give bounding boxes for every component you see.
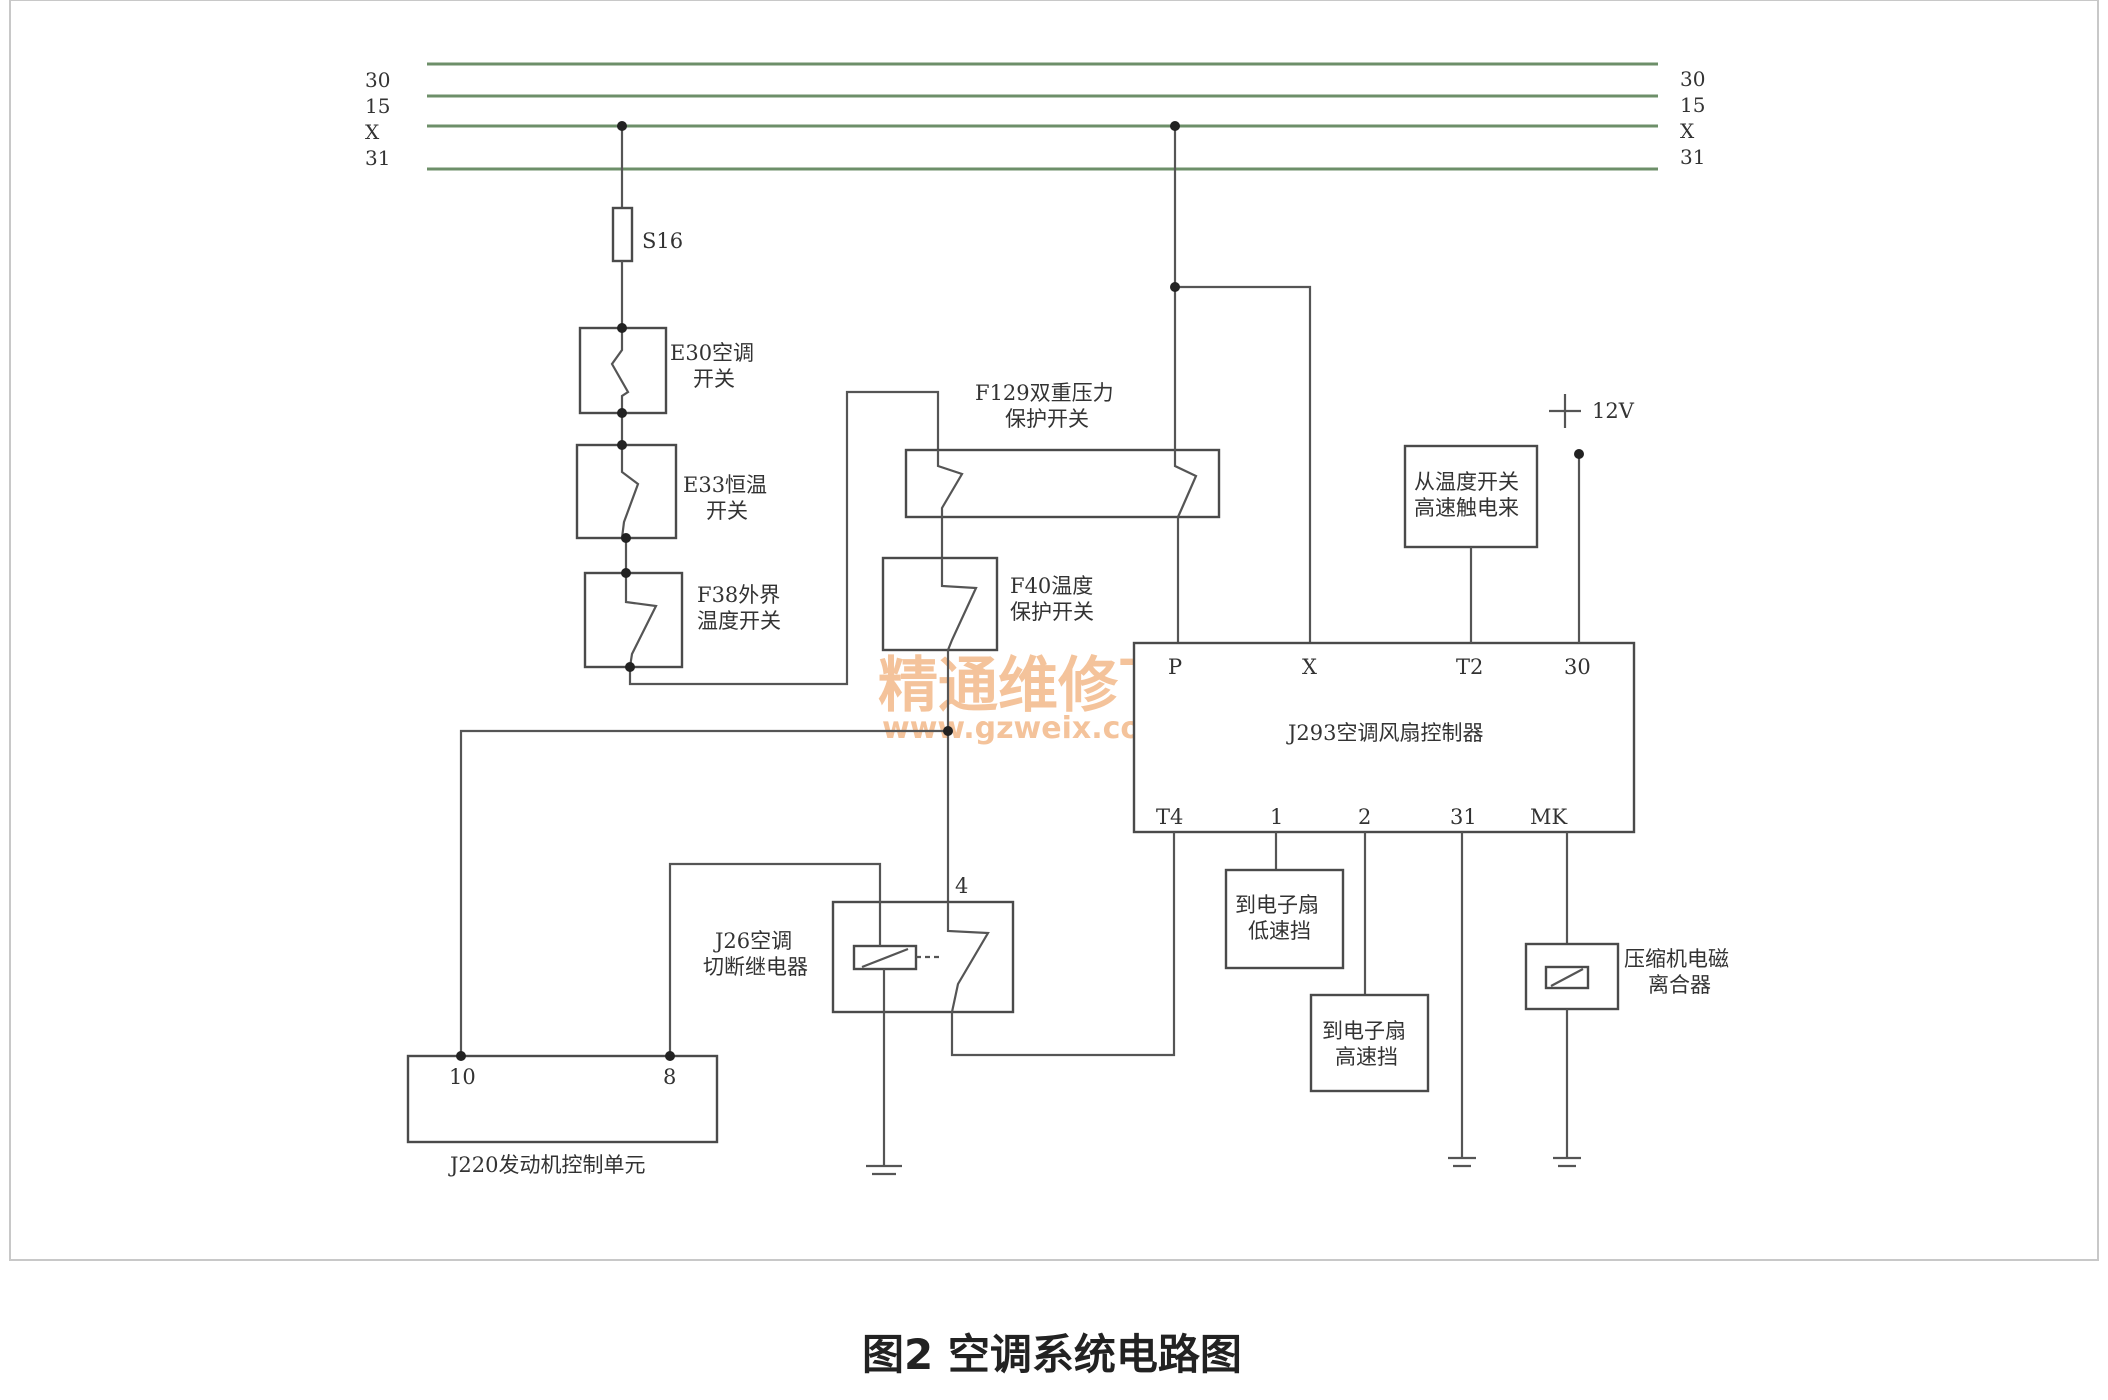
switch-f129-label-1: F129双重压力 [975, 381, 1114, 405]
j293-box [1132, 641, 1636, 834]
relay-j26: 4 J26空调 切断继电器 [668, 650, 1176, 1176]
switch-f129-contact-left [936, 450, 964, 517]
bus-label-left-15: 15 [365, 94, 390, 118]
junction-dot [621, 568, 631, 578]
pin-31-ground [1448, 832, 1476, 1168]
junction-dot [617, 121, 627, 131]
j220-pin-8: 8 [663, 1065, 676, 1089]
j293-pin-2: 2 [1358, 805, 1371, 829]
switch-e33-contact [620, 445, 640, 539]
switch-f38-contact [624, 573, 658, 668]
temp-switch-high-contact: 从温度开关 高速触电来 [1403, 444, 1539, 643]
relay-j26-label-1: J26空调 [713, 929, 792, 953]
j293-pin-1: 1 [1270, 805, 1283, 829]
j220-label: J220发动机控制单元 [448, 1153, 646, 1177]
j293-pin-p: P [1168, 655, 1182, 679]
temp-switch-high-label-1: 从温度开关 [1414, 470, 1519, 494]
clutch-coil-slash [1550, 968, 1584, 987]
switch-e33-label-2: 开关 [706, 499, 748, 523]
figure-frame [9, 0, 2099, 1261]
fan-high-label-1: 到电子扇 [1322, 1019, 1406, 1043]
switch-f38-label-1: F38外界 [697, 583, 780, 607]
fuse-s16-label: S16 [642, 229, 683, 253]
j220-pin-10: 10 [449, 1065, 476, 1089]
fan-low-label-2: 低速挡 [1248, 919, 1311, 943]
junction-dot [621, 533, 631, 543]
fan-high-label-2: 高速挡 [1335, 1045, 1398, 1069]
wire-to-pin-x [1175, 285, 1312, 643]
switch-f40-contact [940, 558, 978, 651]
bus-label-right-x: X [1680, 119, 1695, 143]
left-switch-chain: S16 E30空调 开关 E33恒温 开关 F38外界 温度开关 [575, 121, 940, 686]
switch-e30-label-1: E30空调 [670, 341, 754, 365]
bus-label-right-31: 31 [1680, 145, 1705, 169]
supply-12v-label: 12V [1592, 399, 1635, 423]
switch-f38-label-2: 温度开关 [697, 609, 781, 633]
bus-label-left-30: 30 [365, 68, 390, 92]
junction-dot [625, 662, 635, 672]
bus-label-right-30: 30 [1680, 67, 1705, 91]
junction-dot [617, 408, 627, 418]
relay-j26-label-2: 切断继电器 [703, 955, 808, 979]
switch-f129-contact-right [1173, 450, 1198, 518]
j220-box [406, 1054, 719, 1144]
junction-dot [665, 1051, 675, 1061]
pressure-switch-f129: F129双重压力 保护开关 [904, 381, 1221, 519]
junction-dot [1170, 282, 1180, 292]
wire-j220-pin8-to-coil [668, 862, 882, 1056]
switch-f129-label-2: 保护开关 [1005, 407, 1089, 431]
clutch-label-2: 离合器 [1648, 973, 1711, 997]
relay-j26-pin-4: 4 [955, 874, 968, 898]
junction-dot [456, 1051, 466, 1061]
wire-j220-pin10 [459, 729, 948, 1056]
junction-dot [617, 440, 627, 450]
power-buses: 30 15 X 31 30 15 X 31 [365, 62, 1705, 171]
x-bus-feed [1170, 121, 1312, 643]
switch-e33-label-1: E33恒温 [683, 473, 767, 497]
j293-pin-30: 30 [1564, 655, 1591, 679]
fan-high-speed-box [1309, 993, 1430, 1093]
compressor-clutch: 压缩机电磁 离合器 [1524, 832, 1729, 1168]
fan-outputs: 到电子扇 低速挡 到电子扇 高速挡 [1224, 832, 1430, 1093]
temp-switch-high-box [1403, 444, 1539, 549]
j293-pin-x: X [1302, 655, 1317, 679]
bus-label-left-x: X [365, 120, 380, 144]
fuse-s16 [611, 206, 634, 263]
switch-f40-label-1: F40温度 [1010, 574, 1093, 598]
temp-switch-high-label-2: 高速触电来 [1414, 496, 1519, 520]
watermark-line-2: www.gzweix.com [882, 711, 1172, 746]
switch-f129-box [904, 448, 1221, 519]
bus-label-left-31: 31 [365, 146, 390, 170]
clutch-label-1: 压缩机电磁 [1624, 947, 1729, 971]
relay-j26-coil-slash [861, 947, 909, 969]
engine-control-unit-j220: 10 8 J220发动机控制单元 [406, 1051, 719, 1177]
j293-pin-31: 31 [1450, 805, 1477, 829]
fan-controller-j293: J293空调风扇控制器 P X T2 30 T4 1 2 31 MK [1132, 641, 1636, 834]
j293-pin-t2: T2 [1456, 655, 1483, 679]
junction-dot [943, 726, 953, 736]
switch-e30-label-2: 开关 [693, 367, 735, 391]
j220-signal-wire [459, 726, 953, 1056]
fan-low-label-1: 到电子扇 [1235, 893, 1319, 917]
relay-j26-contact [946, 902, 990, 1013]
j293-label: J293空调风扇控制器 [1286, 721, 1484, 745]
j293-pin-t4: T4 [1156, 805, 1183, 829]
j293-pin-mk: MK [1530, 805, 1568, 829]
switch-e30-contact [610, 328, 630, 413]
junction-dot [1170, 121, 1180, 131]
switch-e33-box [575, 443, 678, 540]
wire-relay-to-pin-t4 [950, 832, 1176, 1057]
switch-f40-label-2: 保护开关 [1010, 600, 1094, 624]
fan-low-speed-box [1224, 868, 1345, 970]
figure-caption: 图2 空调系统电路图 [862, 1330, 1242, 1379]
junction-dot [617, 323, 627, 333]
switch-f40-box [881, 556, 999, 652]
supply-12v: 12V [1549, 394, 1635, 643]
temp-switch-f40: F40温度 保护开关 [881, 517, 1094, 652]
bus-label-right-15: 15 [1680, 93, 1705, 117]
terminal-dot [1574, 449, 1584, 459]
wire-f38-to-f129 [628, 390, 940, 686]
